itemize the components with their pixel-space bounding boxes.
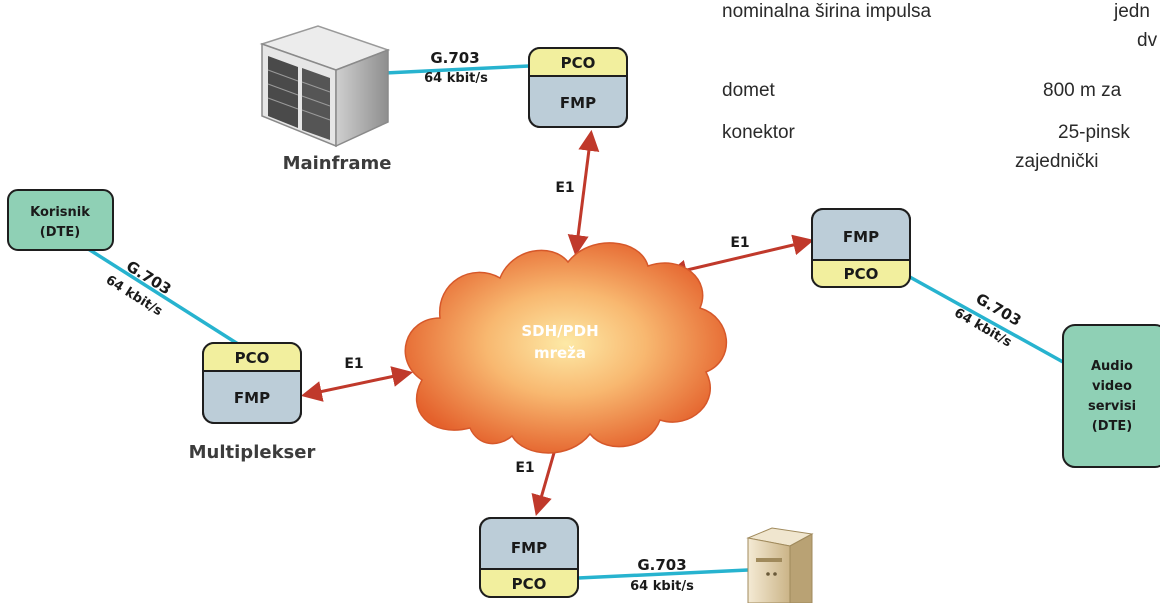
e1-arrow-left: [300, 366, 414, 402]
rate-label-top: 64 kbit/s: [424, 71, 488, 86]
video-label: video: [1092, 379, 1132, 394]
link-korisnik-pco: [81, 243, 239, 346]
e1-label-top: E1: [555, 180, 574, 196]
table-row2-value: 800 m za: [1043, 80, 1122, 101]
node-left: PCO FMP: [202, 342, 302, 424]
link-pco-audio: [907, 274, 1064, 364]
table-row3-value-a: 25-pinsk: [1058, 122, 1130, 143]
node-bottom-fmp: FMP: [511, 539, 547, 557]
table-row3-label: konektor: [722, 122, 795, 143]
node-right: FMP PCO: [811, 208, 911, 288]
node-left-pco: PCO: [235, 349, 270, 367]
node-left-fmp: FMP: [234, 389, 270, 407]
korisnik-label: Korisnik: [30, 205, 90, 220]
table-row1-label: nominalna širina impulsa: [722, 1, 932, 22]
node-bottom: FMP PCO: [479, 517, 579, 598]
node-top: PCO FMP: [528, 47, 628, 128]
cloud-label-1: SDH/PDH: [521, 322, 598, 340]
e1-arrow-top: [567, 129, 600, 257]
cloud-label-2: mreža: [534, 344, 586, 362]
korisnik-box: Korisnik (DTE): [7, 189, 114, 251]
node-top-pco: PCO: [561, 54, 596, 72]
link-mainframe-pco: [384, 64, 530, 75]
rate-label-bottom: 64 kbit/s: [630, 579, 694, 594]
g703-label-bottom: G.703: [637, 556, 686, 574]
cloud-icon: SDH/PDH mreža: [404, 242, 728, 454]
e1-arrow-right: [665, 234, 815, 281]
e1-label-left: E1: [344, 356, 363, 372]
audio-video-box: Audio video servisi (DTE): [1062, 324, 1160, 468]
table-row2-label: domet: [722, 80, 775, 101]
node-top-fmp: FMP: [560, 94, 596, 112]
table-row1-value-b: dv: [1137, 30, 1158, 51]
node-right-pco: PCO: [844, 265, 879, 283]
korisnik-dte-label: (DTE): [40, 225, 80, 240]
table-row3-value-b: zajednički: [1015, 151, 1099, 172]
servisi-label: servisi: [1088, 399, 1136, 414]
node-bottom-pco: PCO: [512, 575, 547, 593]
audio-label: Audio: [1091, 359, 1133, 374]
table-row1-value-a: jedn: [1114, 1, 1150, 22]
multiplekser-label: Multiplekser: [189, 442, 316, 463]
e1-label-bottom: E1: [515, 460, 534, 476]
g703-label-top: G.703: [430, 49, 479, 67]
link-pco-server: [577, 568, 749, 580]
g703-links: [81, 64, 1064, 580]
mainframe-icon: [259, 25, 391, 148]
node-right-fmp: FMP: [843, 228, 879, 246]
audio-dte-label: (DTE): [1092, 419, 1132, 434]
e1-label-right: E1: [730, 235, 749, 251]
mainframe-label: Mainframe: [283, 153, 392, 174]
server-icon: [746, 527, 814, 603]
